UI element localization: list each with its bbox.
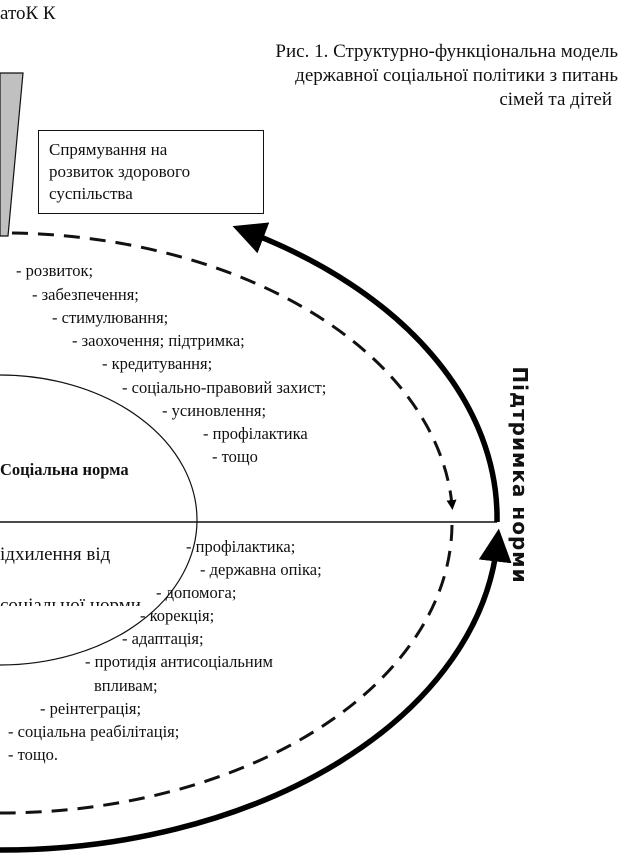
deviation-label-2: соціальної норми [0,596,141,606]
upper-list-item: - соціально-правовий захист; [122,378,327,397]
upper-list-item: - забезпечення; [32,285,139,304]
lower-list-item: - протидія антисоціальним [85,652,273,671]
goal-line: суспільства [49,184,133,203]
lower-list-item: - тощо. [8,745,58,764]
lower-list-item: впливам; [94,676,158,695]
lower-list-item: - корекція; [140,606,215,625]
deviation-label-clipped: соціальної норми [0,596,160,606]
support-norm-label: Підтримка норми [508,366,532,584]
upper-list-item: - заохочення; підтримка; [72,331,245,350]
goal-line: Спрямування на [49,140,168,159]
upper-list-item: - профілактика [203,424,308,443]
figure-caption-line-1: Рис. 1. Структурно-функціональна модель [275,41,618,62]
dashed-upper-arc [11,231,457,510]
appendix-label: атоК К [0,3,56,24]
social-norm-label: Соціальна норма [0,460,129,479]
gray-wedge [0,72,24,237]
solid-lower-arrow [0,528,512,853]
inner-ellipse [0,374,198,666]
dashed-lower-arc [0,524,454,815]
figure-caption-line-3: сімей та дітей [499,89,612,110]
upper-list-item: - стимулювання; [52,308,169,327]
goal-line: розвиток здорового [49,162,191,181]
upper-list-item: - усиновлення; [162,401,267,420]
lower-list-item: - реінтеграція; [40,699,142,718]
upper-list-item: - кредитування; [102,354,213,373]
figure-caption-line-2: державної соціальної політики з питань [295,65,618,86]
upper-list-item: - розвиток; [16,261,94,280]
lower-list-item: - адаптація; [122,629,204,648]
lower-list-item: - профілактика; [186,537,296,556]
lower-list-item: - допомога; [156,583,237,602]
lower-list-item: - державна опіка; [200,560,322,579]
goal-box: Спрямування на розвиток здорового суспіл… [38,130,264,214]
deviation-label: ідхилення від [0,544,111,565]
solid-upper-arrow [232,222,500,523]
lower-list-item: - соціальна реабілітація; [8,722,180,741]
upper-list-item: - тощо [212,447,258,466]
